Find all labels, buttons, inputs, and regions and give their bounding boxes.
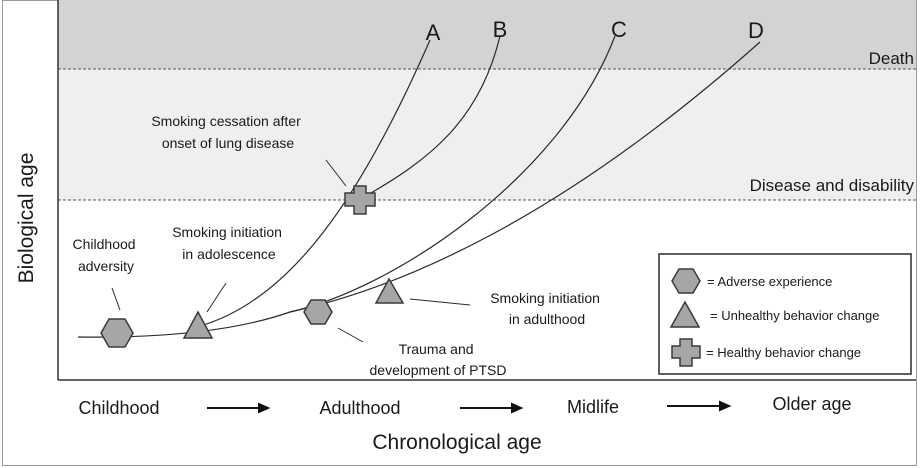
stage-older-age: Older age [772, 394, 851, 414]
stage-midlife: Midlife [567, 397, 619, 417]
legend-unhealthy-label: = Unhealthy behavior change [710, 308, 879, 323]
stage-childhood: Childhood [78, 398, 159, 418]
childhood-leader [111, 287, 121, 311]
smoking-adolescence-annotation: Smoking initiation in adolescence [172, 224, 286, 262]
smoking-cessation-annotation: Smoking cessation after onset of lung di… [151, 113, 304, 151]
smoking-adulthood-annotation: Smoking initiation in adulthood [490, 290, 604, 327]
trajectories [77, 35, 761, 338]
curve-label-b: B [493, 17, 508, 42]
arrow-1-head [258, 402, 271, 414]
smoking-cessation-cross [344, 185, 376, 215]
childhood-adversity-hexagon [100, 318, 134, 348]
stage-arrows [207, 400, 732, 414]
arrow-2-head [511, 402, 524, 414]
legend-healthy-label: = Healthy behavior change [706, 345, 861, 360]
trauma-hexagon [303, 299, 333, 325]
legend-cross-icon [671, 338, 701, 367]
adolescent-smoking-triangle [182, 310, 214, 339]
curve-label-d: D [748, 18, 764, 43]
adulthood-leader [409, 298, 471, 306]
legend-box [658, 253, 912, 375]
curve-c-path [289, 35, 616, 313]
curve-label-a: A [426, 20, 441, 45]
death-label: Death [869, 49, 914, 68]
leader-lines [111, 159, 471, 343]
curve-b-path [361, 35, 501, 199]
legend-adverse-label: = Adverse experience [707, 274, 832, 289]
disease-label: Disease and disability [750, 176, 915, 195]
y-axis-label: Biological age [15, 153, 38, 284]
x-axis-label: Chronological age [372, 431, 541, 454]
disease-band [58, 69, 916, 200]
adolescence-leader [206, 282, 227, 313]
trauma-annotation: Trauma and development of PTSD [370, 341, 507, 378]
trauma-leader [337, 327, 364, 343]
curve-d-path [77, 41, 761, 338]
curve-a-path [199, 39, 431, 327]
childhood-adversity-annotation: Childhood adversity [73, 236, 140, 274]
arrow-3-head [719, 400, 732, 412]
stage-adulthood: Adulthood [319, 398, 400, 418]
curve-label-c: C [611, 17, 627, 42]
legend-hexagon-icon [671, 268, 701, 294]
adult-smoking-triangle [374, 277, 405, 304]
death-band [58, 0, 916, 69]
legend-triangle-icon [669, 300, 701, 328]
cessation-leader [325, 159, 347, 187]
